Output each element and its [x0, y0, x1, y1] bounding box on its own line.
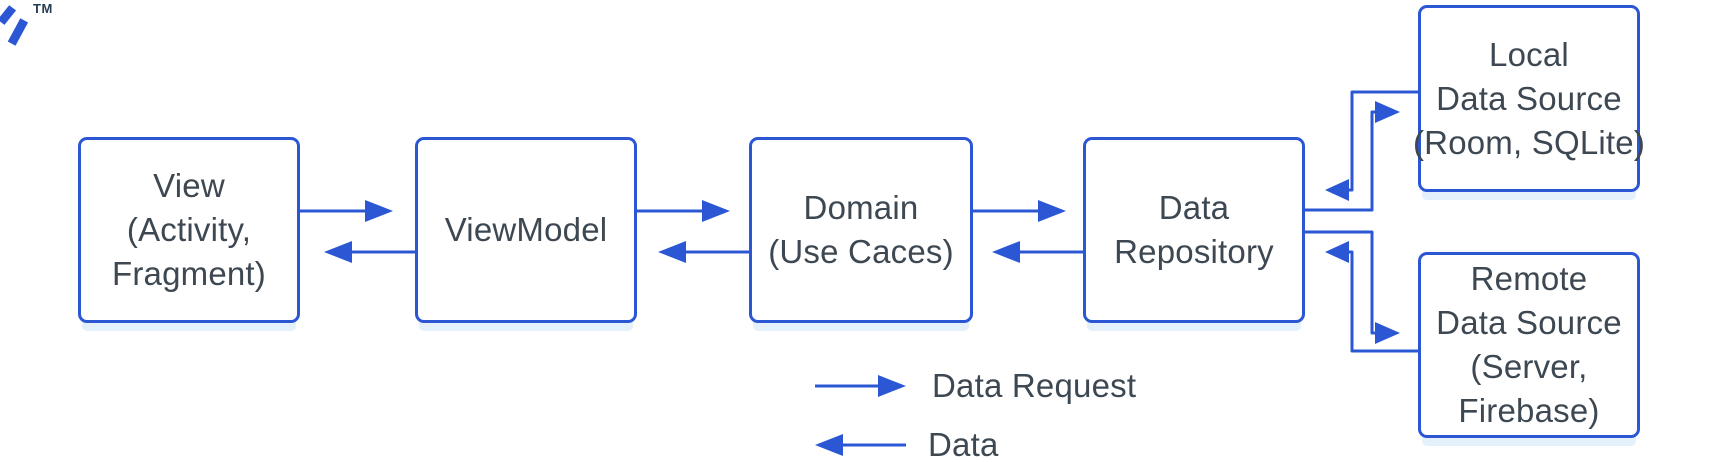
arrowhead-local-to-repository [1325, 179, 1349, 201]
arrowhead-domain-to-viewmodel [658, 241, 686, 263]
arrow-repository-to-remote-request [1305, 230, 1375, 335]
arrowhead-repository-to-domain [992, 241, 1020, 263]
node-view-label: View (Activity, Fragment) [111, 167, 266, 292]
node-local-data-source: Local Data Source (Room, SQLite) [1413, 5, 1645, 192]
legend-data-arrowhead [815, 434, 843, 456]
node-domain-label: Domain (Use Caces) [768, 189, 954, 270]
arrowhead-repository-to-local [1375, 101, 1400, 123]
node-remote-data-source: Remote Data Source (Server, Firebase) [1418, 252, 1640, 438]
node-data-repository: Data Repository [1083, 137, 1305, 323]
trademark-label: TM [33, 1, 53, 16]
legend-request-arrowhead [878, 375, 906, 397]
arrow-remote-to-repository-data [1349, 250, 1418, 353]
node-domain: Domain (Use Caces) [749, 137, 973, 323]
arrowhead-repository-to-remote [1375, 322, 1400, 344]
node-local-data-source-label: Local Data Source (Room, SQLite) [1412, 35, 1646, 161]
node-remote-data-source-label: Remote Data Source (Server, Firebase) [1436, 260, 1622, 429]
node-viewmodel: ViewModel [415, 137, 637, 323]
legend-request-label: Data Request [932, 367, 1137, 404]
node-data-repository-label: Data Repository [1114, 189, 1274, 270]
arrowhead-remote-to-repository [1325, 241, 1349, 263]
node-view: View (Activity, Fragment) [78, 137, 300, 323]
logo-bar-top [0, 5, 17, 25]
arrow-local-to-repository-data [1349, 90, 1418, 192]
toptal-logo-icon [0, 5, 29, 46]
arrowhead-domain-to-repository [1038, 200, 1066, 222]
legend-data-label: Data [928, 426, 999, 462]
logo-bar-bottom [7, 18, 29, 46]
arrow-repository-to-local-request [1305, 110, 1375, 212]
arrowhead-viewmodel-to-domain [702, 200, 730, 222]
arrowhead-view-to-viewmodel [365, 200, 393, 222]
node-viewmodel-label: ViewModel [444, 211, 608, 248]
arrowhead-viewmodel-to-view [324, 241, 352, 263]
